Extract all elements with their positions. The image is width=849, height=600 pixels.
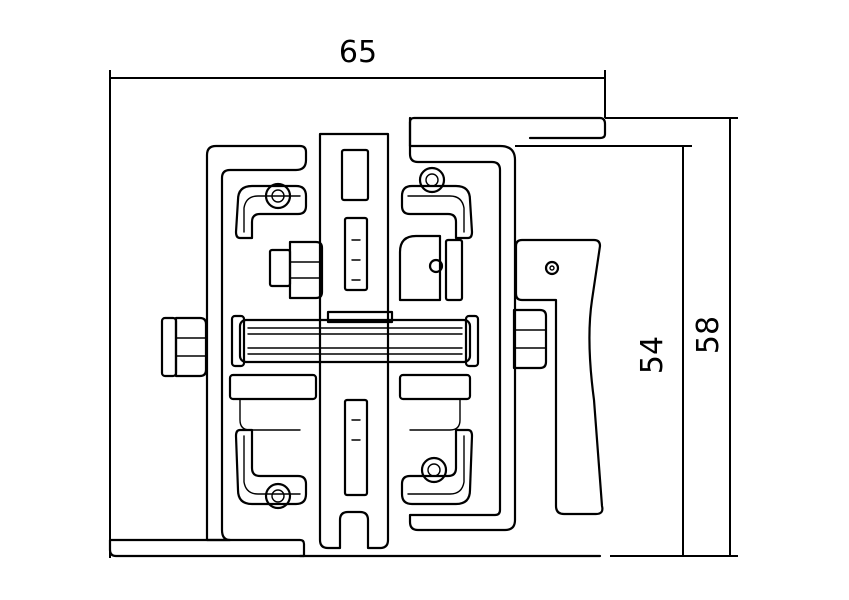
- dimension-height-outer-label: 58: [691, 316, 726, 354]
- spring-clip-top-left: [234, 182, 308, 240]
- dimension-width-label: 65: [339, 35, 377, 70]
- spring-clip-bottom-right: [400, 428, 474, 506]
- inner-nut-left: [268, 240, 324, 300]
- central-column: [318, 132, 390, 550]
- left-body: [205, 144, 308, 542]
- dimension-height-outer: 58: [605, 117, 738, 557]
- dimension-height-inner: 54: [515, 145, 692, 557]
- outer-frame: [108, 116, 607, 558]
- outer-nut-left: [160, 316, 208, 378]
- dimension-width: 65: [109, 35, 606, 558]
- through-bolt: [230, 310, 480, 368]
- spring-clip-bottom-left: [234, 428, 308, 510]
- lever-handle: [514, 238, 604, 516]
- spring-clip-top-right: [400, 166, 474, 240]
- lower-fittings: [228, 373, 472, 431]
- eccentric-cam: [398, 234, 464, 302]
- dimension-height-inner-label: 54: [635, 336, 670, 374]
- outer-nut-right: [512, 308, 548, 370]
